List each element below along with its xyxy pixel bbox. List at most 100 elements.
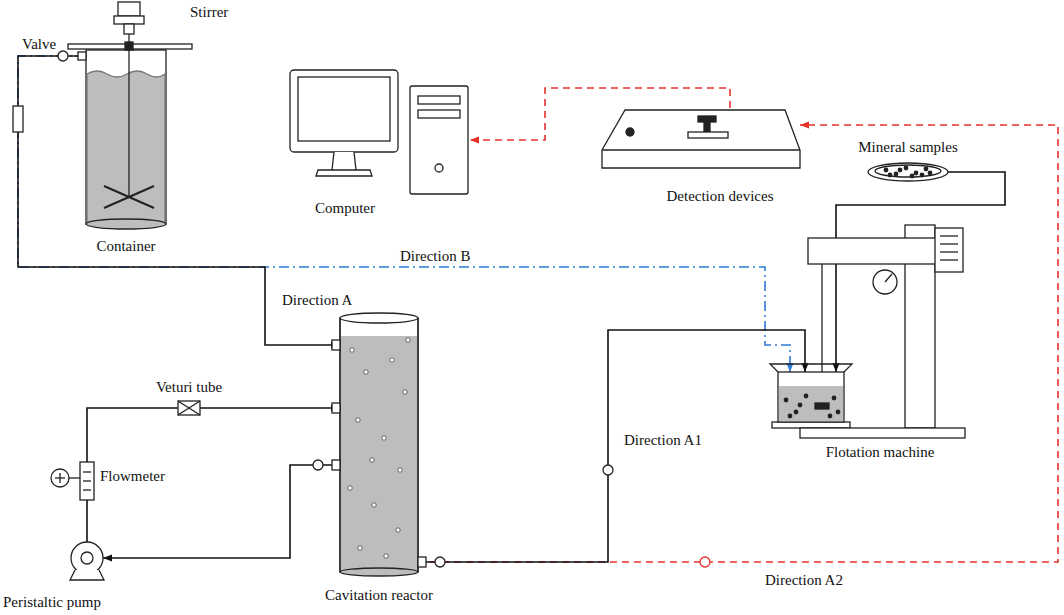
container-vessel bbox=[104, 186, 154, 208]
pump-and-meter-illustration bbox=[71, 542, 103, 574]
mineral-dish-illustration bbox=[920, 173, 925, 178]
equipment-label: Container bbox=[96, 238, 155, 254]
pump-and-meter-illustration bbox=[80, 462, 94, 500]
computer-illustration bbox=[290, 70, 468, 194]
container-vessel bbox=[78, 52, 86, 60]
cavitation-reactor-illustration bbox=[418, 557, 426, 567]
mineral-dish-illustration bbox=[928, 171, 933, 176]
flotation-machine-illustration bbox=[784, 398, 789, 403]
pipe-connector bbox=[200, 407, 340, 409]
detection-device-illustration bbox=[688, 132, 728, 138]
pipe-valve bbox=[313, 460, 323, 470]
flotation-machine-illustration bbox=[885, 274, 892, 282]
container-vessel bbox=[114, 16, 144, 24]
mineral-dish-illustration bbox=[914, 171, 919, 176]
mineral-dish-illustration bbox=[910, 174, 915, 179]
cavitation-reactor-illustration bbox=[398, 468, 402, 472]
equipment-node: Peristaltic pump bbox=[71, 542, 103, 574]
computer-illustration bbox=[316, 152, 372, 176]
container-vessel bbox=[118, 2, 140, 16]
mineral-dish-illustration bbox=[884, 168, 889, 173]
pipe-connector bbox=[87, 408, 178, 462]
cavitation-reactor-illustration bbox=[332, 403, 340, 413]
flotation-machine-illustration bbox=[940, 235, 958, 236]
equipment-label: Detection devices bbox=[666, 188, 773, 204]
equipment-node: Computer bbox=[288, 68, 470, 196]
mineral-dish-illustration bbox=[868, 163, 948, 181]
cavitation-reactor-illustration bbox=[341, 336, 417, 572]
cavitation-reactor-illustration bbox=[384, 554, 388, 558]
equipment-label: Mineral samples bbox=[858, 139, 958, 155]
flotation-machine-illustration bbox=[779, 386, 843, 421]
cavitation-reactor-illustration bbox=[417, 318, 418, 572]
pipe-valve bbox=[700, 557, 710, 567]
cavitation-reactor-illustration bbox=[340, 318, 418, 572]
flotation-machine-illustration bbox=[770, 225, 965, 438]
cavitation-reactor-illustration bbox=[364, 370, 368, 374]
cavitation-reactor-illustration bbox=[358, 546, 362, 550]
computer-illustration bbox=[418, 96, 460, 104]
cavitation-reactor-illustration bbox=[340, 568, 418, 576]
flotation-machine-illustration bbox=[940, 243, 958, 244]
computer-illustration bbox=[435, 164, 443, 172]
pipe-valve bbox=[435, 557, 445, 567]
cavitation-reactor-illustration bbox=[403, 390, 407, 394]
container-vessel bbox=[104, 186, 154, 208]
container-vessel bbox=[87, 71, 165, 224]
direction-label: Direction A bbox=[280, 292, 354, 308]
equipment-node: Mineral samples bbox=[868, 162, 948, 182]
cavitation-reactor-illustration bbox=[350, 348, 354, 352]
pipe-connector bbox=[418, 330, 805, 562]
pump-and-meter-illustration bbox=[69, 477, 80, 478]
cavitation-reactor-illustration bbox=[356, 418, 360, 422]
equipment-node: Flowmeter bbox=[80, 462, 94, 500]
mineral-dish-illustration bbox=[898, 168, 903, 173]
equipment-node: Veturi tube bbox=[178, 401, 200, 415]
cavitation-reactor-illustration bbox=[390, 358, 394, 362]
pipe-connector bbox=[418, 125, 1058, 562]
equipment-label: Flotation machine bbox=[826, 444, 935, 460]
pump-and-meter-illustration bbox=[59, 473, 60, 483]
pump-and-meter-illustration bbox=[83, 480, 91, 481]
container-vessel bbox=[13, 106, 23, 132]
direction-label: Direction A1 bbox=[622, 432, 704, 448]
cavitation-reactor-illustration bbox=[339, 318, 340, 572]
cavitation-reactor-illustration bbox=[406, 338, 410, 342]
pump-and-meter-illustration bbox=[83, 471, 91, 472]
part-label: Valve bbox=[22, 36, 56, 52]
container-vessel bbox=[86, 219, 166, 229]
cavitation-reactor-illustration bbox=[396, 528, 400, 532]
cavitation-reactor-illustration bbox=[348, 486, 352, 490]
equipment-label: Veturi tube bbox=[156, 379, 222, 395]
flotation-machine-illustration bbox=[935, 228, 963, 272]
flotation-machine-illustration bbox=[808, 238, 948, 264]
direction-label: Direction A2 bbox=[763, 572, 845, 588]
flotation-machine-illustration bbox=[828, 414, 833, 419]
flotation-machine-illustration bbox=[770, 364, 852, 372]
cavitation-reactor-illustration bbox=[382, 436, 386, 440]
equipment-label: Flowmeter bbox=[100, 468, 165, 484]
flotation-machine-illustration bbox=[836, 410, 841, 415]
mineral-dish-illustration bbox=[904, 166, 909, 171]
equipment-label: Peristaltic pump bbox=[3, 594, 101, 610]
cavitation-reactor-illustration bbox=[332, 313, 426, 576]
pipe-valve bbox=[313, 460, 710, 567]
computer-illustration bbox=[410, 86, 468, 194]
mineral-dish-illustration bbox=[888, 173, 893, 178]
container-vessel bbox=[58, 51, 68, 61]
pipe-connector bbox=[86, 500, 88, 542]
flotation-machine-illustration bbox=[873, 270, 897, 294]
cavitation-reactor-illustration bbox=[340, 313, 418, 323]
equipment-node: Cavitation reactor bbox=[340, 313, 418, 575]
pump-and-meter-illustration bbox=[178, 401, 200, 415]
equipment-node: Container bbox=[86, 44, 166, 230]
computer-illustration bbox=[298, 77, 390, 141]
pump-and-meter-illustration bbox=[178, 401, 200, 415]
flotation-machine-illustration bbox=[804, 394, 809, 399]
container-vessel bbox=[124, 24, 134, 34]
direction-label: Direction B bbox=[398, 248, 472, 264]
detection-device-illustration bbox=[704, 122, 710, 132]
